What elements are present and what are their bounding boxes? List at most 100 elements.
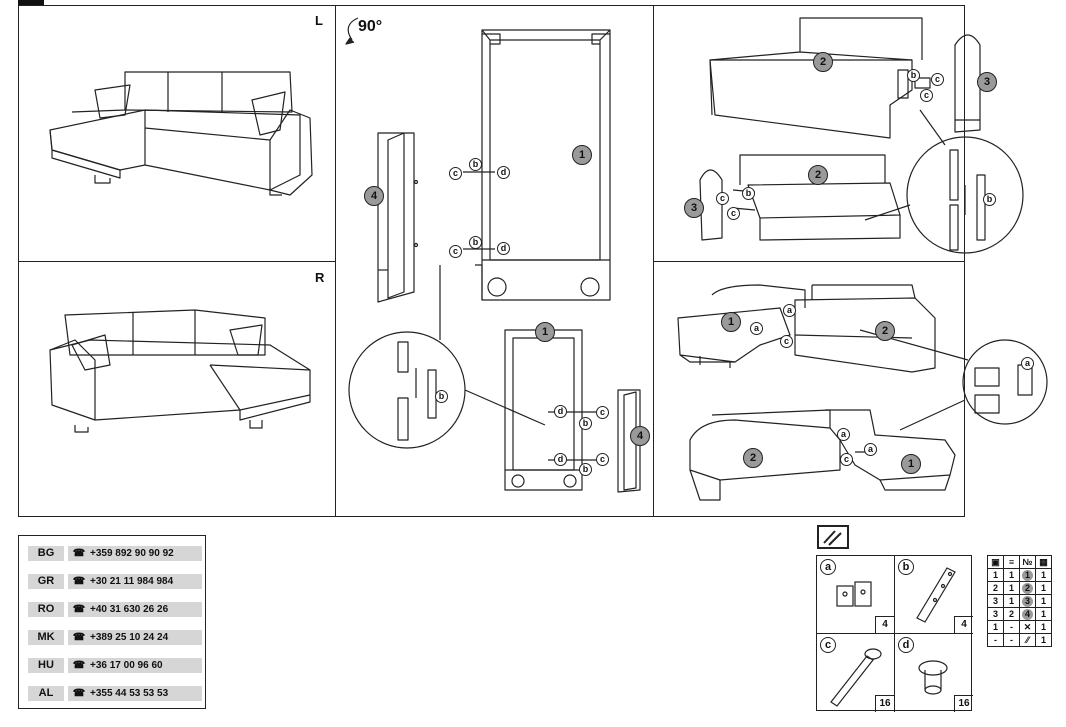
contact-phone: ☎+389 25 10 24 24 bbox=[68, 630, 202, 645]
contact-phone: ☎+30 21 11 984 984 bbox=[68, 574, 202, 589]
marker-part-2-mid: 2 bbox=[808, 165, 828, 185]
marker-c: c bbox=[449, 245, 462, 258]
armrest-part-4-drawing bbox=[377, 132, 419, 303]
hardware-qty: 4 bbox=[954, 616, 973, 633]
marker-d: d bbox=[554, 405, 567, 418]
phone-icon: ☎ bbox=[72, 660, 86, 671]
cell: 1 bbox=[1035, 594, 1052, 608]
country-code: BG bbox=[28, 546, 64, 561]
cell: 1 bbox=[1003, 594, 1020, 608]
zoom-circle-lower-right bbox=[859, 329, 1048, 431]
marker-part-2-corner-lower: 2 bbox=[743, 448, 763, 468]
country-code: AL bbox=[28, 686, 64, 701]
contacts-panel: BG☎+359 892 90 90 92 GR☎+30 21 11 984 98… bbox=[18, 535, 206, 709]
marker-part-1-corner: 1 bbox=[721, 312, 741, 332]
hardware-c: c 16 bbox=[817, 634, 895, 712]
rotate-arrow-icon bbox=[347, 17, 359, 41]
frame-bolt-lines bbox=[463, 171, 495, 250]
part-number: 2 bbox=[1022, 583, 1033, 594]
sofa-left-label: L bbox=[315, 13, 323, 28]
sofa-right-label: R bbox=[315, 270, 325, 285]
box-icon: ▣ bbox=[987, 555, 1004, 569]
cell: 1 bbox=[1035, 607, 1052, 621]
phone-number: +359 892 90 90 92 bbox=[90, 548, 174, 559]
hardware-qty: 4 bbox=[875, 616, 894, 633]
marker-a: a bbox=[864, 443, 877, 456]
marker-c: c bbox=[716, 192, 729, 205]
contact-row: AL☎+355 44 53 53 53 bbox=[28, 686, 202, 701]
marker-c: c bbox=[727, 207, 740, 220]
marker-part-2-top: 2 bbox=[813, 52, 833, 72]
plate-icon bbox=[916, 567, 956, 623]
contact-row: MK ☎+389 25 10 24 24 bbox=[28, 630, 202, 645]
marker-b: b bbox=[579, 463, 592, 476]
cell: - bbox=[1003, 620, 1020, 634]
cell: 4 bbox=[1019, 607, 1036, 621]
marker-c: c bbox=[780, 335, 793, 348]
cell: 3 bbox=[987, 607, 1004, 621]
hardware-letter: a bbox=[820, 559, 836, 575]
nut-icon bbox=[918, 660, 948, 695]
contact-phone: ☎+359 892 90 90 92 bbox=[68, 546, 202, 561]
cell: - bbox=[1003, 633, 1020, 647]
phone-icon: ☎ bbox=[72, 688, 86, 699]
marker-part-1-corner-lower: 1 bbox=[901, 454, 921, 474]
part-number: 3 bbox=[1022, 596, 1033, 607]
marker-a: a bbox=[1021, 357, 1034, 370]
hardware-letter: d bbox=[898, 637, 914, 653]
country-code: MK bbox=[28, 630, 64, 645]
hardware-a: a 4 bbox=[817, 556, 895, 634]
zoom-circle-top-right bbox=[864, 109, 1024, 254]
frame-part-1-drawing bbox=[475, 29, 611, 301]
table-row: 1-✕1 bbox=[987, 620, 1052, 634]
cell: 1 bbox=[987, 568, 1004, 582]
country-code: GR bbox=[28, 574, 64, 589]
hardware-qty: 16 bbox=[875, 695, 894, 712]
tools-icon bbox=[817, 525, 849, 549]
sofa-right-drawing bbox=[49, 309, 311, 433]
contact-row: GR ☎+30 21 11 984 984 bbox=[28, 574, 202, 589]
corner-sofa-second-drawing bbox=[689, 409, 956, 501]
marker-c: c bbox=[840, 453, 853, 466]
cell: 3 bbox=[987, 594, 1004, 608]
marker-b: b bbox=[907, 69, 920, 82]
corner-sofa-drawing bbox=[677, 284, 936, 373]
marker-a: a bbox=[837, 428, 850, 441]
cell: 1 bbox=[987, 620, 1004, 634]
cell: 1 bbox=[1035, 581, 1052, 595]
part-number: 1 bbox=[1022, 570, 1033, 581]
phone-icon: ☎ bbox=[72, 604, 86, 615]
bracket-icon bbox=[836, 581, 872, 607]
marker-part-2-corner: 2 bbox=[875, 321, 895, 341]
marker-d: d bbox=[497, 166, 510, 179]
base-part-2-second-drawing bbox=[699, 154, 901, 241]
contact-row: BG ☎+359 892 90 90 92 bbox=[28, 546, 202, 561]
cell: 1 bbox=[1035, 568, 1052, 582]
hardware-letter: c bbox=[820, 637, 836, 653]
phone-icon: ☎ bbox=[72, 576, 86, 587]
cell: 3 bbox=[1019, 594, 1036, 608]
phone-icon: ☎ bbox=[72, 632, 86, 643]
phone-number: +40 31 630 26 26 bbox=[90, 604, 169, 615]
armrest-part-3-drawing bbox=[954, 34, 981, 133]
part-number: 4 bbox=[1022, 609, 1033, 620]
cell: - bbox=[987, 633, 1004, 647]
table-header-no: № bbox=[1019, 555, 1036, 569]
rotate-label: 90° bbox=[358, 18, 383, 35]
cell: 2 bbox=[1003, 607, 1020, 621]
grid-icon: ▦ bbox=[1035, 555, 1052, 569]
armrest-part-4-lower-drawing bbox=[617, 389, 641, 493]
sofa-left-drawing bbox=[49, 71, 313, 196]
cell: 1 bbox=[1035, 620, 1052, 634]
cell: 1 bbox=[1003, 568, 1020, 582]
base-part-2-drawing bbox=[709, 17, 931, 139]
corner-tab bbox=[18, 0, 44, 5]
contact-phone: ☎ +40 31 630 26 26 bbox=[68, 602, 202, 617]
cell: 1 bbox=[1003, 581, 1020, 595]
marker-c: c bbox=[931, 73, 944, 86]
